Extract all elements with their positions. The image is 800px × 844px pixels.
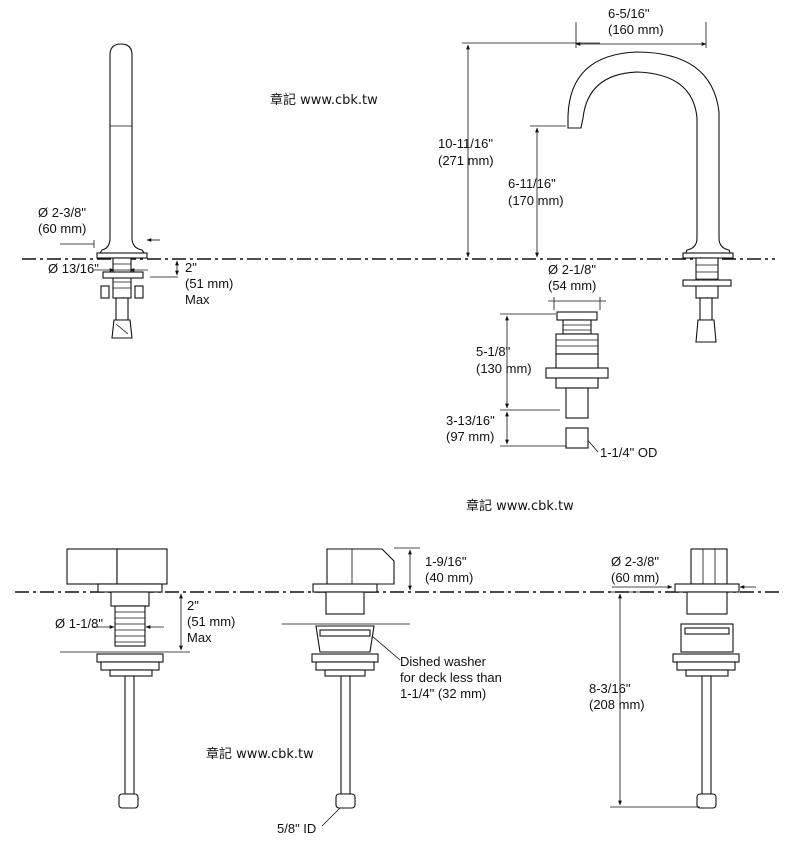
spout-max-deck-max: Max	[185, 292, 210, 307]
spout-reach-mm: (160 mm)	[608, 22, 664, 37]
spout-base-diameter-mm: (60 mm)	[38, 221, 86, 236]
watermark-2: 章記 www.cbk.tw	[466, 498, 574, 514]
handle-right-base-in: Ø 2-3/8"	[611, 554, 659, 569]
watermark-1: 章記 www.cbk.tw	[270, 92, 378, 108]
tailpiece-od-label: 1-1/4" OD	[600, 445, 657, 460]
tailpiece-in: 3-13/16"	[446, 413, 495, 428]
drain-flange-mm: (54 mm)	[548, 278, 596, 293]
spout-shank-diameter-label: Ø 13/16"	[48, 261, 99, 276]
tailpiece-mm: (97 mm)	[446, 429, 494, 444]
washer-note-line-3: 1-1/4" (32 mm)	[400, 686, 486, 701]
inlet-id-label: 5/8" ID	[277, 821, 316, 836]
spout-base-diameter-label: Ø 2-3/8"	[38, 205, 86, 220]
spout-height-in: 10-11/16"	[438, 136, 493, 151]
handle-left-shank-label: Ø 1-1/8"	[55, 616, 103, 631]
handle-left-view	[66, 548, 168, 809]
handle-right-height-mm: (208 mm)	[589, 697, 645, 712]
spout-reach-in: 6-5/16"	[608, 6, 650, 21]
handle-right-dimensions	[610, 585, 756, 808]
spout-front-view	[567, 51, 734, 343]
handle-left-deck-in: 2"	[187, 598, 199, 613]
spout-side-view	[96, 43, 148, 339]
drain-body-in: 5-1/8"	[476, 344, 511, 359]
drain-assembly	[545, 311, 609, 449]
spout-max-deck-mm: (51 mm)	[185, 276, 233, 291]
watermark-3: 章記 www.cbk.tw	[206, 746, 314, 762]
washer-note-line-2: for deck less than	[400, 670, 502, 685]
handle-right-view	[672, 548, 740, 809]
spout-outlet-height-in: 6-11/16"	[508, 176, 556, 191]
washer-note-line-1: Dished washer	[400, 654, 487, 669]
handle-middle-height-mm: (40 mm)	[425, 570, 473, 585]
handle-right-height-in: 8-3/16"	[589, 681, 631, 696]
handle-right-base-mm: (60 mm)	[611, 570, 659, 585]
handle-left-deck-mm: (51 mm)	[187, 614, 235, 629]
handle-middle-dimensions	[282, 547, 420, 827]
spout-outlet-height-mm: (170 mm)	[508, 193, 564, 208]
handle-left-dimensions	[60, 593, 190, 653]
spout-height-mm: (271 mm)	[438, 153, 494, 168]
spout-side-dimensions	[60, 238, 179, 278]
handle-middle-height-in: 1-9/16"	[425, 554, 467, 569]
drain-body-mm: (130 mm)	[476, 361, 532, 376]
drain-flange-in: Ø 2-1/8"	[548, 262, 596, 277]
spout-front-dimensions	[462, 22, 707, 453]
spout-max-deck-in: 2"	[185, 260, 197, 275]
handle-left-deck-max: Max	[187, 630, 212, 645]
handle-middle-view	[311, 548, 395, 809]
